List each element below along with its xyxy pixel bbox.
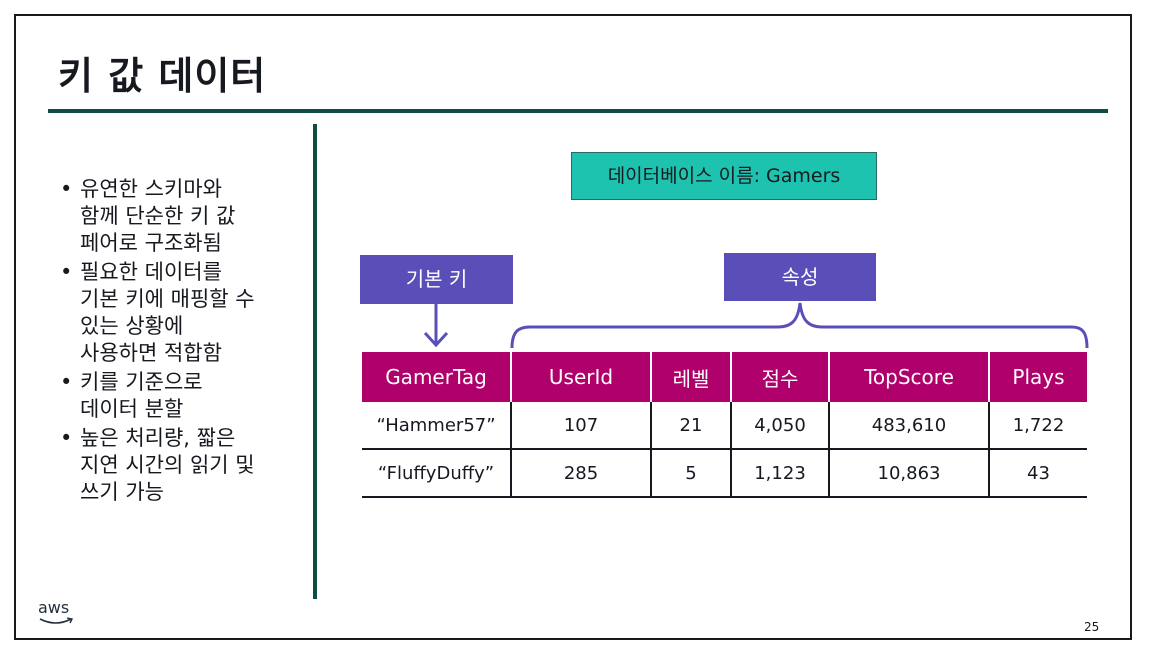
page-number: 25 <box>1084 620 1100 634</box>
bullet-dot-icon: • <box>60 426 73 450</box>
table-cell: 1,722 <box>989 402 1087 450</box>
aws-smile-icon <box>39 617 74 624</box>
bullet-dot-icon: • <box>60 177 73 201</box>
table-cell: “Hammer57” <box>362 402 512 450</box>
table-cell: 285 <box>511 449 652 498</box>
table-cell: 4,050 <box>731 402 830 450</box>
column-header-topscore: TopScore <box>829 352 990 402</box>
bullet-dot-icon: • <box>60 260 73 284</box>
vertical-divider <box>313 124 317 599</box>
database-name-box: 데이터베이스 이름: Gamers <box>571 152 877 200</box>
table-row: “FluffyDuffy” 285 5 1,123 10,863 43 <box>362 449 1087 498</box>
table-cell: 1,123 <box>731 449 830 498</box>
bullet-dot-icon: • <box>60 370 73 394</box>
table-cell: 107 <box>511 402 652 450</box>
aws-logo: aws <box>38 598 78 626</box>
attributes-label: 속성 <box>724 253 876 301</box>
table-row: “Hammer57” 107 21 4,050 483,610 1,722 <box>362 402 1087 450</box>
table-header-row: GamerTag UserId 레벨 점수 TopScore Plays <box>362 352 1087 402</box>
gamers-table: GamerTag UserId 레벨 점수 TopScore Plays “Ha… <box>362 352 1087 498</box>
slide-frame <box>14 14 1132 640</box>
table-cell: “FluffyDuffy” <box>362 449 512 498</box>
bullet-item: • 필요한 데이터를 기본 키에 매핑할 수 있는 상황에 사용하면 적합함 <box>58 259 298 367</box>
table-cell: 10,863 <box>829 449 990 498</box>
down-arrow-icon <box>423 304 449 348</box>
table-cell: 43 <box>989 449 1087 498</box>
bullet-item: • 키를 기준으로 데이터 분할 <box>58 369 298 423</box>
table-cell: 483,610 <box>829 402 990 450</box>
table-cell: 21 <box>651 402 732 450</box>
column-header-score: 점수 <box>731 352 830 402</box>
column-header-plays: Plays <box>989 352 1087 402</box>
slide-title: 키 값 데이터 <box>58 54 267 98</box>
column-header-level: 레벨 <box>651 352 732 402</box>
aws-logo-text: aws <box>38 598 70 617</box>
primary-key-label: 기본 키 <box>360 255 513 304</box>
column-header-gamertag: GamerTag <box>362 352 512 402</box>
column-header-userid: UserId <box>511 352 652 402</box>
bullet-item: • 유연한 스키마와 함께 단순한 키 값 페어로 구조화됨 <box>58 176 298 257</box>
bullet-text: 높은 처리량, 짧은 지연 시간의 읽기 및 쓰기 가능 <box>80 426 255 504</box>
bullet-item: • 높은 처리량, 짧은 지연 시간의 읽기 및 쓰기 가능 <box>58 425 298 506</box>
title-divider <box>48 109 1108 113</box>
attributes-brace-icon <box>510 302 1089 349</box>
bullet-text: 키를 기준으로 데이터 분할 <box>80 370 203 421</box>
bullet-text: 유연한 스키마와 함께 단순한 키 값 페어로 구조화됨 <box>80 177 236 255</box>
bullet-text: 필요한 데이터를 기본 키에 매핑할 수 있는 상황에 사용하면 적합함 <box>80 260 255 365</box>
table-cell: 5 <box>651 449 732 498</box>
bullet-list: • 유연한 스키마와 함께 단순한 키 값 페어로 구조화됨 • 필요한 데이터를 … <box>58 176 298 508</box>
